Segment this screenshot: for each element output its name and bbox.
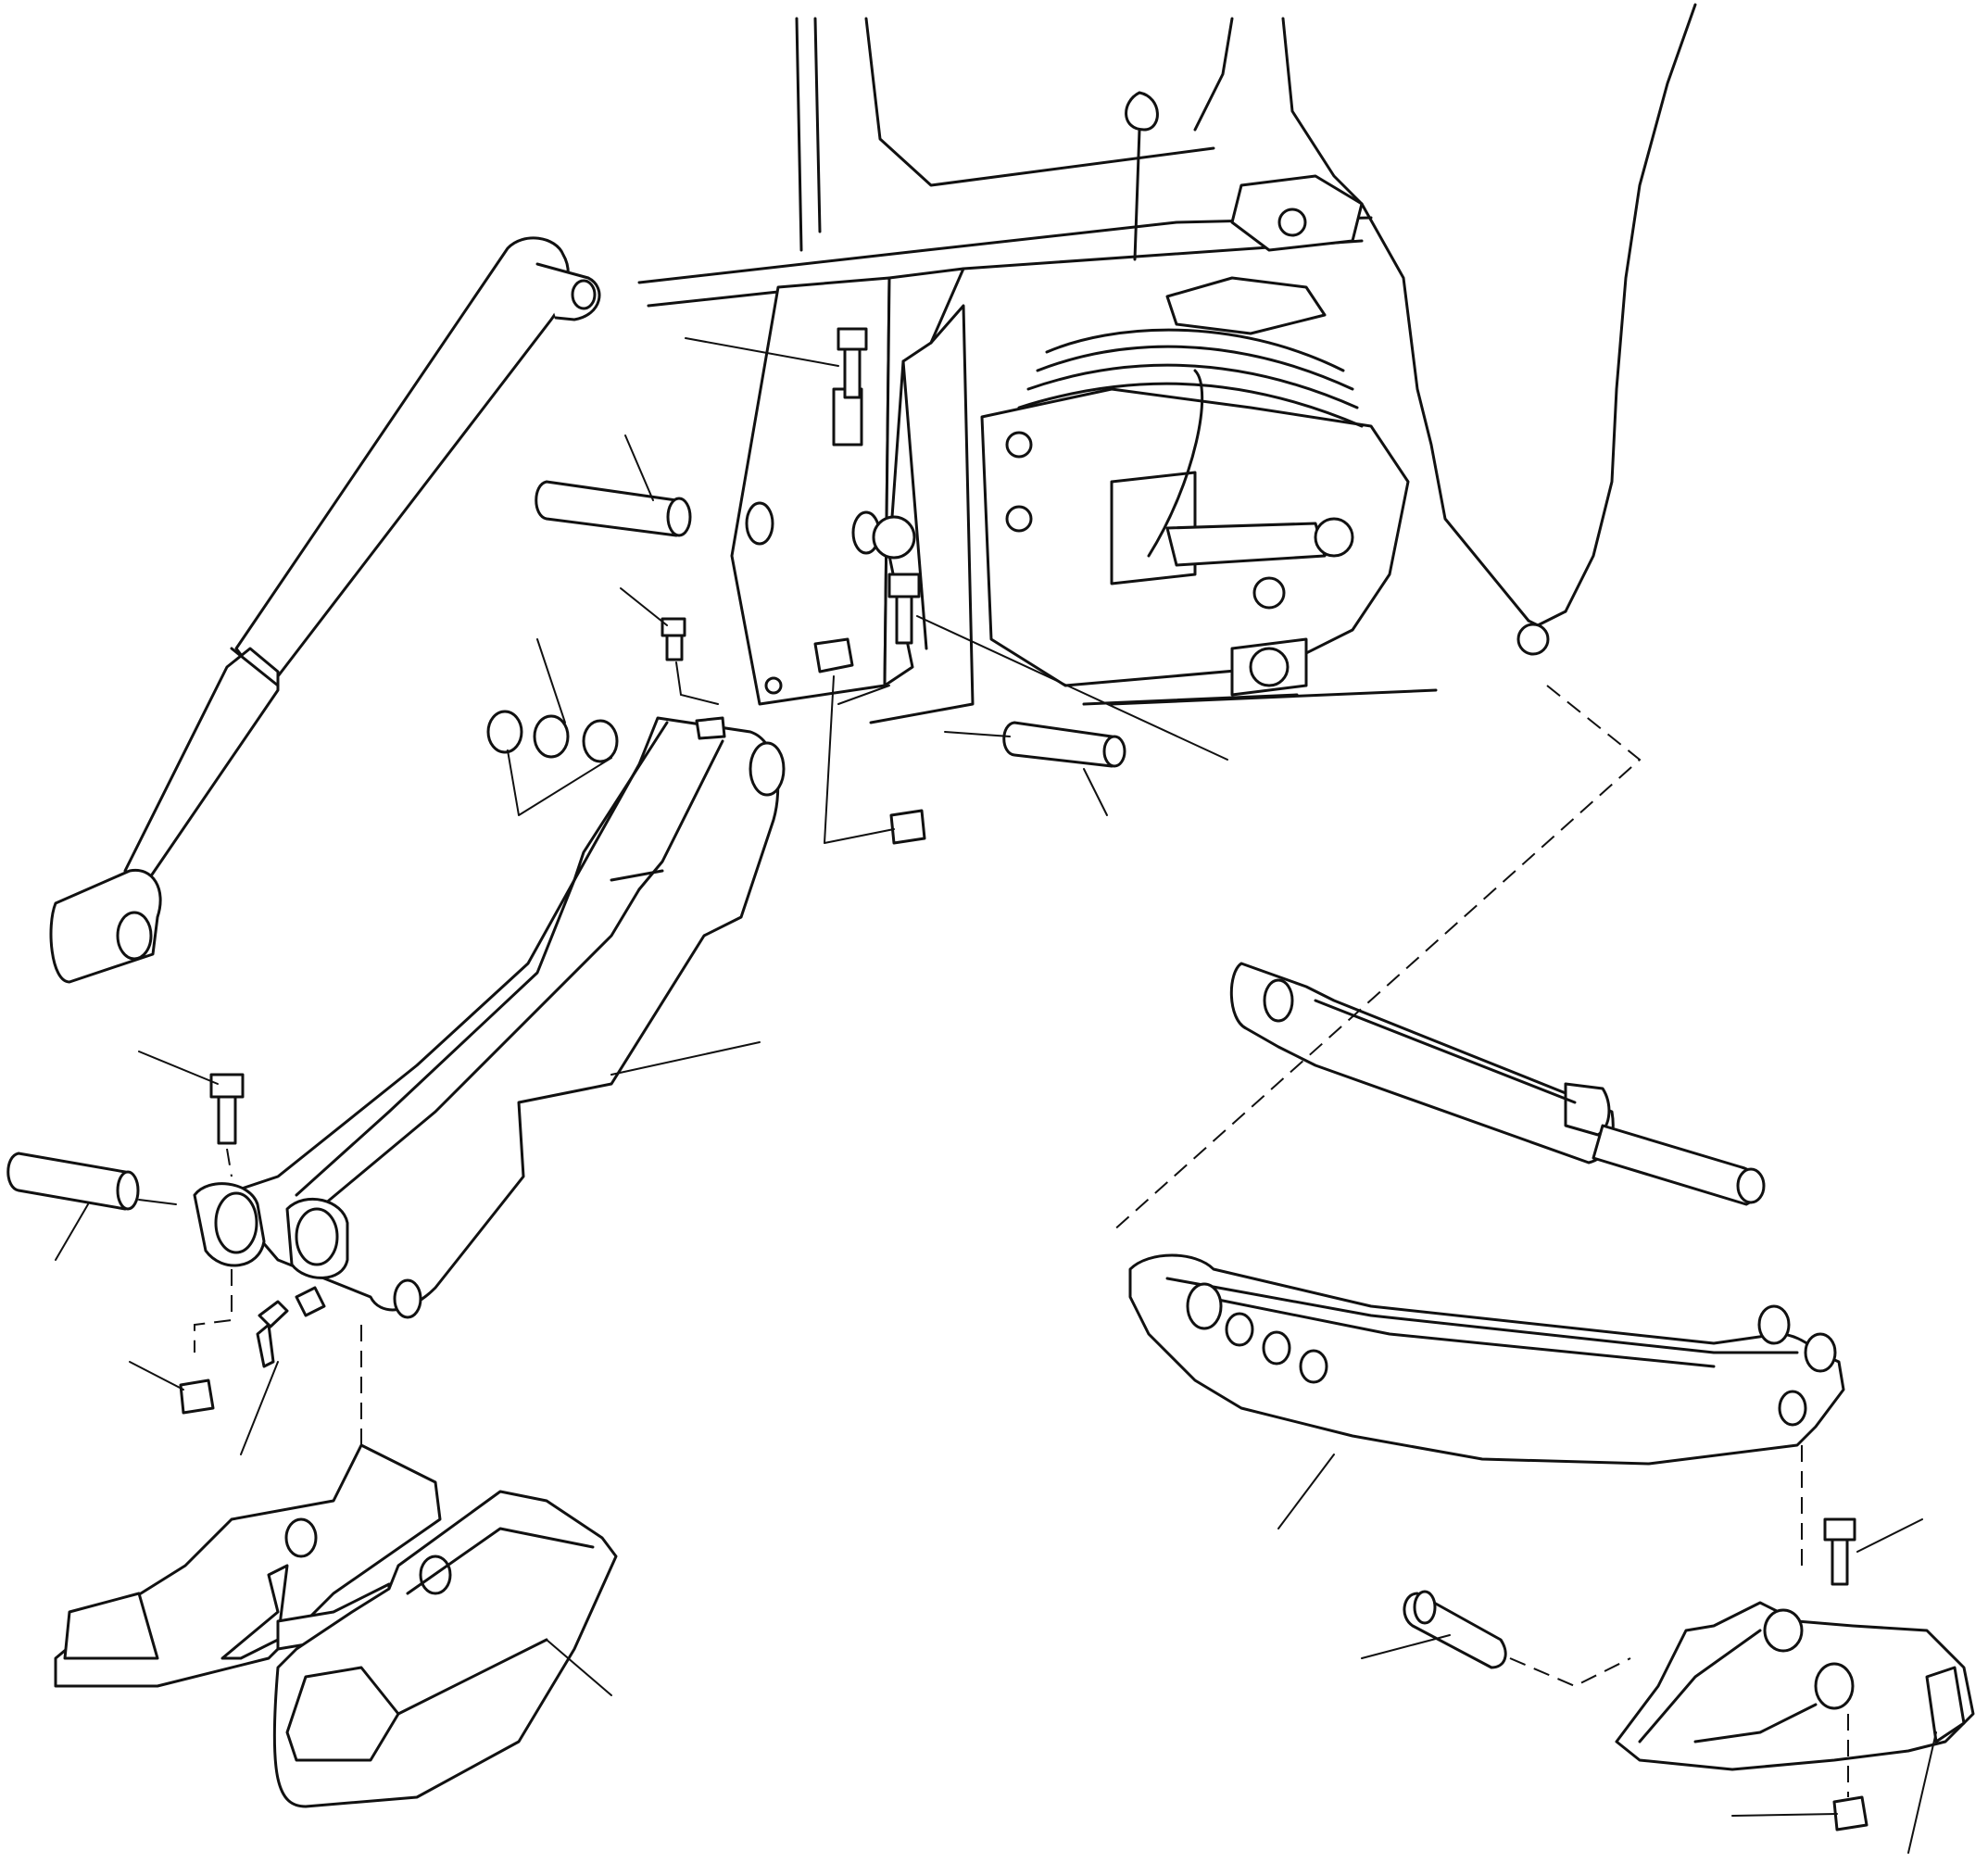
right-pin <box>1403 1590 1507 1669</box>
leader-bushings <box>536 638 566 724</box>
boom-pin-upper <box>535 480 692 537</box>
leader-lower-pin <box>55 1203 89 1261</box>
leader-boom-pin-upper <box>624 434 654 501</box>
lower-nut <box>179 1378 215 1415</box>
grease-fitting-upper <box>661 617 686 661</box>
leader-frame-pin-right <box>1083 768 1108 816</box>
hydraulic-cylinder-left <box>49 236 601 984</box>
leader-frame-bolt-top <box>685 337 839 367</box>
leader-stabilizer-pad <box>546 1639 612 1696</box>
leader-boom-arm <box>610 1041 761 1076</box>
frame-nut-lower <box>889 809 926 845</box>
leader-lower-nut <box>129 1361 184 1391</box>
lower-bolt <box>209 1073 245 1145</box>
leader-right-pin <box>1361 1634 1451 1659</box>
leader-right-nut <box>1731 1813 1838 1817</box>
leader-grease-fitting-upper <box>620 587 668 626</box>
dashed-connector-top <box>1111 685 1642 1233</box>
stabilizer-pad-right <box>1615 1601 1975 1771</box>
leader-frame-nuts <box>824 675 895 844</box>
frame-bolt-right <box>887 573 921 645</box>
stabilizer-pad-left <box>54 1443 618 1808</box>
leader-right-pad <box>1907 1731 1937 1854</box>
leader-bushings-pair <box>507 749 612 816</box>
right-bushings <box>1225 1312 1328 1384</box>
leader-right-bolt <box>1856 1518 1923 1553</box>
hydraulic-cylinder-right <box>1229 962 1766 1206</box>
leader-right-boom <box>1277 1454 1335 1529</box>
frame-pin-right <box>1002 721 1126 768</box>
right-nut <box>1832 1795 1868 1832</box>
boom-arm-right <box>1128 1253 1845 1466</box>
leader-lower-grease-fitting <box>240 1361 279 1455</box>
boom-arm-left <box>220 716 786 1319</box>
lower-grease-fitting <box>256 1286 326 1368</box>
frame-nut-upper <box>813 637 854 673</box>
leader-frame-bolt-right <box>916 615 1228 761</box>
boom-lower-bushing <box>193 1182 349 1279</box>
right-bolt <box>1823 1517 1856 1586</box>
leader-lower-bolt <box>138 1051 219 1085</box>
bushings <box>486 710 619 763</box>
machine-frame <box>637 3 1697 724</box>
lower-pin <box>6 1152 140 1211</box>
frame-top-bolt <box>837 327 868 399</box>
